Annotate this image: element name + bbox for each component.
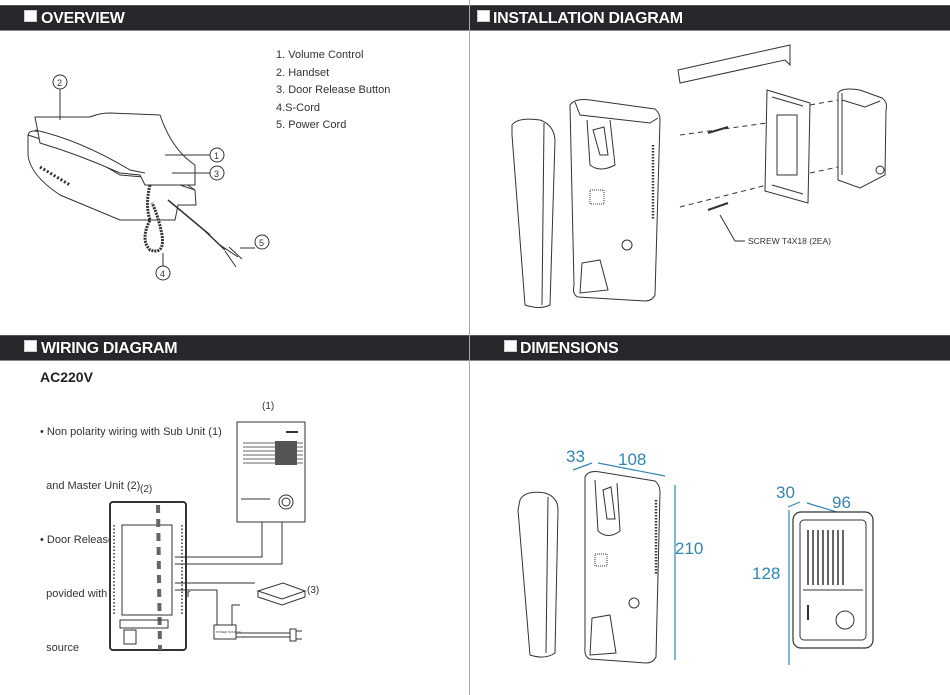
- part-item: 5. Power Cord: [276, 119, 347, 131]
- master-unit-body: [569, 99, 661, 302]
- door-release-label: (3): [307, 585, 319, 596]
- sub-unit: [792, 511, 874, 649]
- sub-unit-label: (1): [262, 401, 274, 412]
- wiring-note: source: [40, 642, 80, 654]
- header-square-icon: [24, 340, 37, 352]
- wiring-panel: WIRING DIAGRAM AC220V • Non polarity wir…: [0, 335, 469, 695]
- sub-height-label: 128: [752, 564, 781, 583]
- installation-panel: INSTALLATION DIAGRAM SCREW T4X18 (2EA): [470, 5, 950, 335]
- callout-5: 5: [259, 238, 264, 248]
- sub-unit: [236, 421, 306, 523]
- overview-panel: OVERVIEW 1. Volume Control 2. Handset 3.…: [0, 5, 469, 335]
- voltage-label: AC220V: [40, 369, 93, 385]
- dimensions-panel: DIMENSIONS 33 108 210 30 96 128: [470, 335, 950, 695]
- column-divider: [469, 0, 470, 695]
- wire: [175, 522, 283, 565]
- handset: [34, 112, 196, 186]
- wiring-drawing: (1) (2) (3): [109, 401, 319, 651]
- installation-drawing: SCREW T4X18 (2EA): [511, 44, 887, 308]
- master-unit-body: [584, 471, 661, 664]
- door-release-button: [621, 239, 633, 251]
- screw: [707, 202, 729, 211]
- wiring-note: and Master Unit (2): [40, 480, 141, 492]
- master-depth-label: 33: [566, 447, 585, 466]
- mounting-bracket: [677, 44, 791, 84]
- part-item: 1. Volume Control: [276, 49, 364, 61]
- dimensions-header: DIMENSIONS: [470, 335, 950, 361]
- installation-header: INSTALLATION DIAGRAM: [470, 5, 950, 31]
- handset: [511, 118, 556, 308]
- door-release: [256, 582, 307, 606]
- callout-1: 1: [214, 151, 219, 161]
- sub-width-label: 96: [832, 493, 851, 512]
- screw-label: SCREW T4X18 (2EA): [748, 236, 831, 246]
- power-source: [213, 624, 237, 640]
- wire: [231, 604, 240, 625]
- callout-4: 4: [160, 269, 165, 279]
- callout-3: 3: [214, 169, 219, 179]
- overview-header: OVERVIEW: [0, 5, 469, 31]
- dimension-lines: [572, 462, 874, 665]
- wire: [175, 522, 263, 558]
- master-unit: [109, 501, 187, 651]
- part-item: 4.S-Cord: [276, 101, 321, 114]
- dimensions-title: DIMENSIONS: [520, 340, 619, 357]
- screw: [707, 126, 729, 134]
- installation-title: INSTALLATION DIAGRAM: [493, 10, 683, 27]
- hook-switch: [586, 119, 616, 170]
- plug: [289, 628, 302, 642]
- master-height-label: 210: [675, 539, 704, 558]
- part-item: 2. Handset: [276, 66, 330, 79]
- intercom-overview-drawing: 2 1 3 4 5: [27, 74, 270, 281]
- wiring-header: WIRING DIAGRAM: [0, 335, 469, 361]
- master-width-label: 108: [618, 450, 647, 469]
- wire: [175, 589, 218, 625]
- part-item: 3. Door Release Button: [276, 84, 391, 96]
- header-square-icon: [504, 340, 517, 352]
- power-cord: [167, 199, 226, 251]
- callout-2: 2: [57, 78, 62, 88]
- electrical-box: [837, 88, 887, 189]
- handset: [517, 491, 559, 658]
- dimensions-drawing: [517, 462, 874, 665]
- wiring-title: WIRING DIAGRAM: [41, 340, 178, 357]
- overview-title: OVERVIEW: [41, 10, 125, 27]
- base-body: [27, 134, 197, 221]
- sub-depth-label: 30: [776, 483, 795, 502]
- s-cord: [143, 184, 164, 253]
- parts-list: 1. Volume Control 2. Handset 3. Door Rel…: [276, 47, 390, 135]
- wiring-note: • Non polarity wiring with Sub Unit (1): [40, 426, 222, 438]
- header-square-icon: [24, 10, 37, 22]
- mounting-plate: [764, 89, 811, 204]
- master-unit-label: (2): [140, 484, 152, 495]
- header-square-icon: [477, 10, 490, 22]
- power-source-label: POWER SOURCE: [216, 630, 241, 634]
